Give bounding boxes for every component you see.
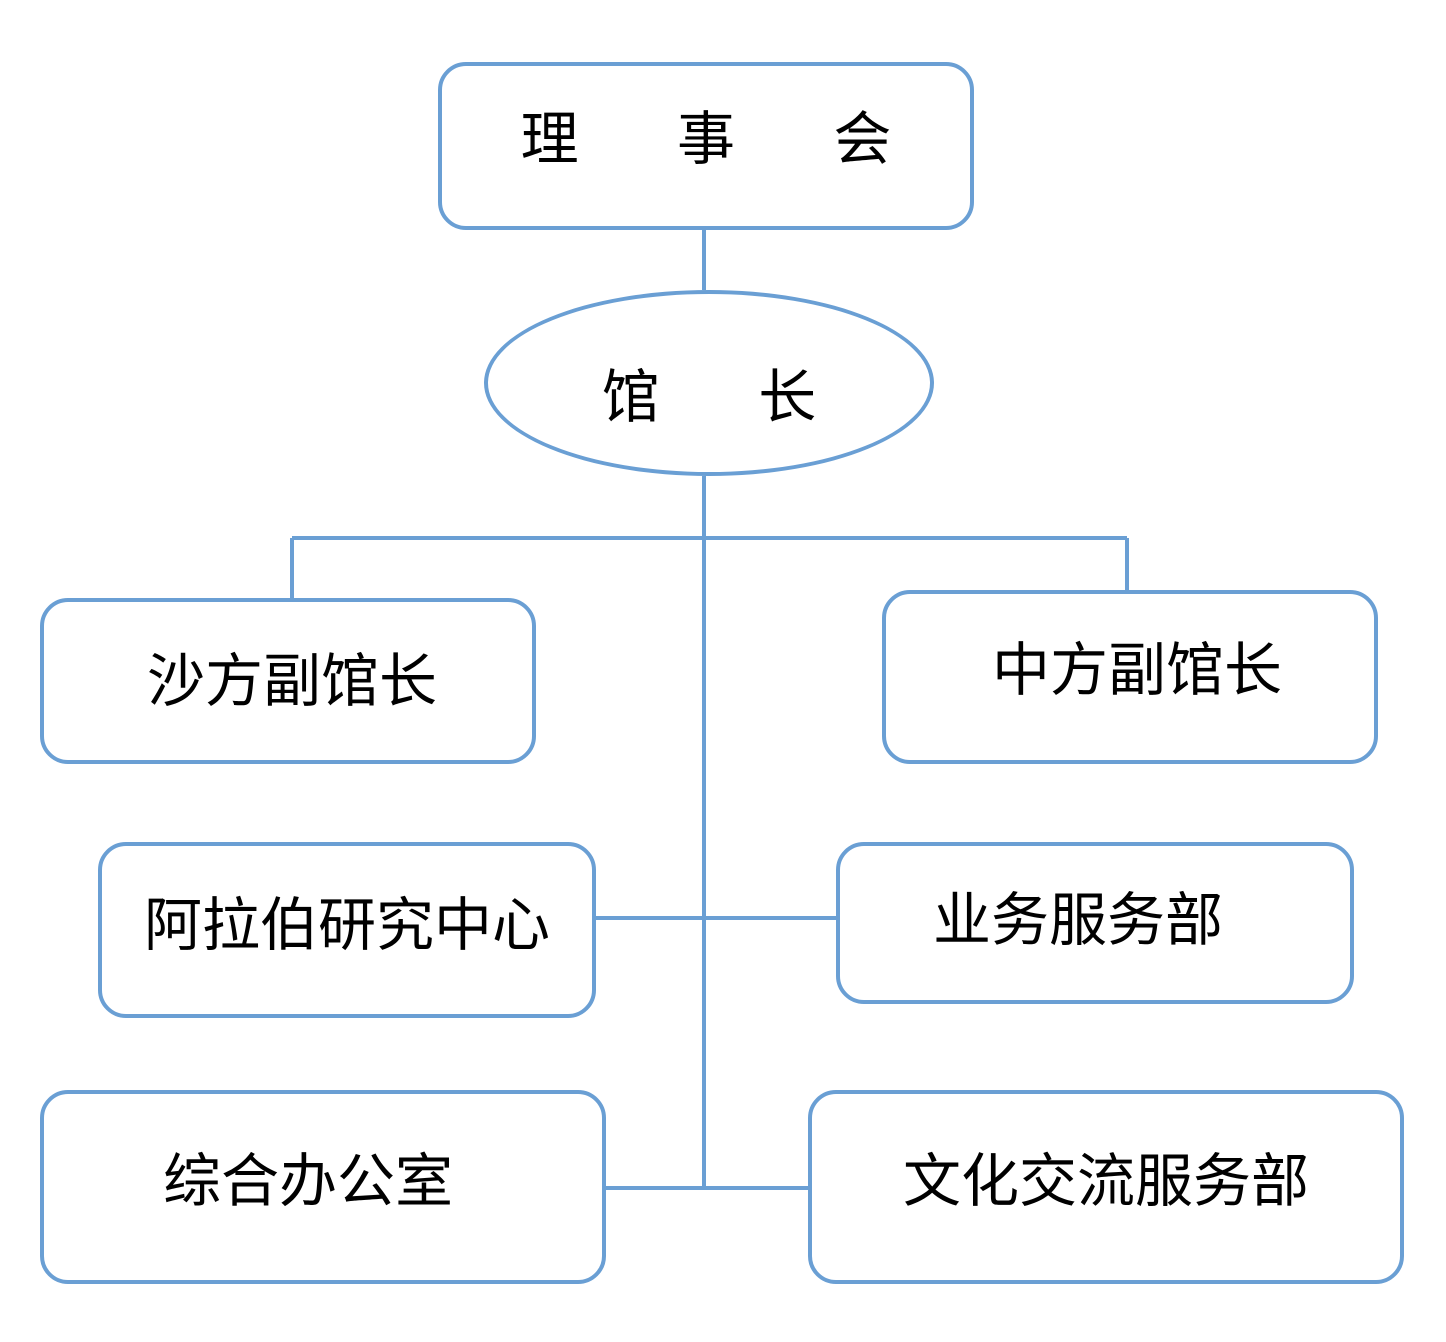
board-label: 理 事 会 xyxy=(520,105,932,173)
saudi-deputy-label: 沙方副馆长 xyxy=(146,647,437,715)
curator-label: 馆 长 xyxy=(601,363,857,431)
chinese-deputy-label: 中方副馆长 xyxy=(991,636,1282,704)
chinese-deputy-node: 中方副馆长 xyxy=(882,590,1378,764)
arab-research-label: 阿拉伯研究中心 xyxy=(143,891,550,959)
general-office-node: 综合办公室 xyxy=(40,1090,606,1284)
business-services-label: 业务服务部 xyxy=(932,886,1223,954)
curator-node: 馆 长 xyxy=(484,290,934,476)
board-node: 理 事 会 xyxy=(438,62,974,230)
business-services-node: 业务服务部 xyxy=(836,842,1354,1004)
saudi-deputy-node: 沙方副馆长 xyxy=(40,598,536,764)
cultural-exchange-label: 文化交流服务部 xyxy=(902,1147,1309,1215)
arab-research-node: 阿拉伯研究中心 xyxy=(98,842,596,1018)
general-office-label: 综合办公室 xyxy=(162,1147,453,1215)
cultural-exchange-node: 文化交流服务部 xyxy=(808,1090,1404,1284)
